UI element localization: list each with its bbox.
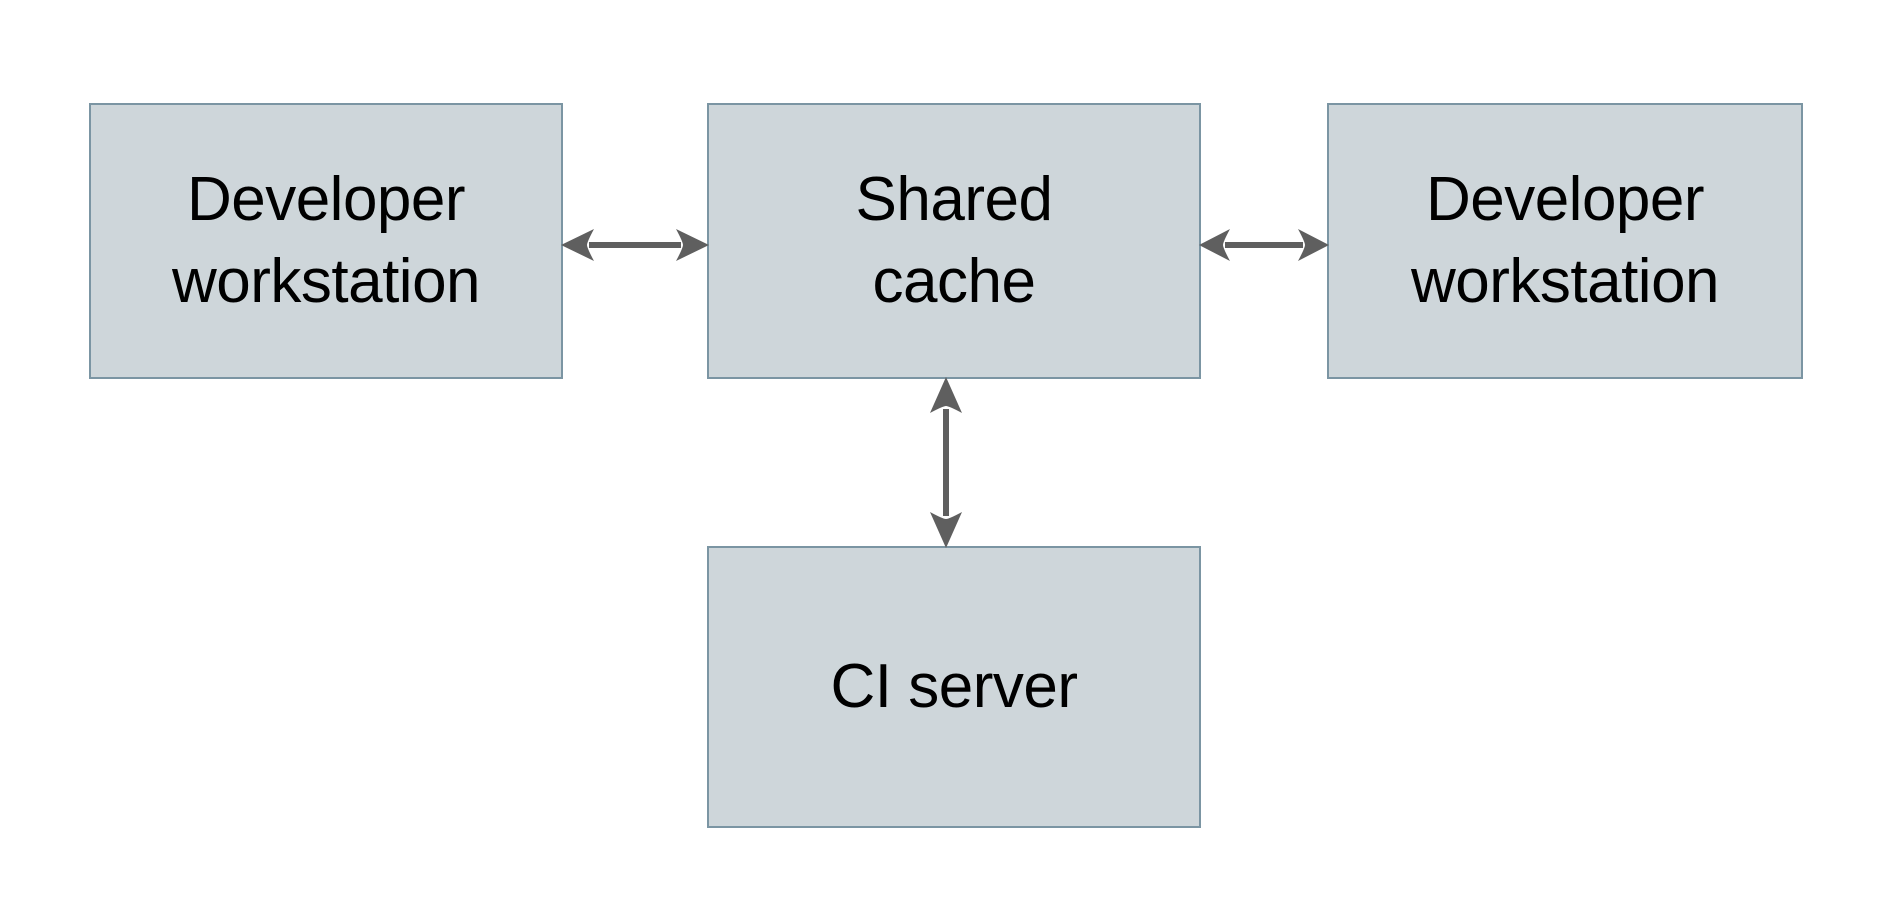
node-dev-workstation-left[interactable]: Developer workstation — [89, 103, 563, 379]
node-dev-workstation-right[interactable]: Developer workstation — [1327, 103, 1803, 379]
node-label-ci-server: CI server — [830, 652, 1078, 722]
node-label-dev-workstation-left: Developer workstation — [171, 165, 481, 316]
edge-shared-cache-to-ci-server[interactable] — [923, 377, 969, 548]
edge-dev-left-to-shared-cache[interactable] — [561, 222, 709, 268]
node-shared-cache[interactable]: Shared cache — [707, 103, 1201, 379]
node-ci-server[interactable]: CI server — [707, 546, 1201, 828]
node-label-shared-cache: Shared cache — [855, 165, 1053, 316]
bidirectional-arrow-icon — [561, 229, 709, 261]
node-label-dev-workstation-right: Developer workstation — [1410, 165, 1720, 316]
bidirectional-arrow-icon — [930, 377, 962, 548]
edge-shared-cache-to-dev-right[interactable] — [1199, 222, 1329, 268]
bidirectional-arrow-icon — [1199, 229, 1329, 261]
